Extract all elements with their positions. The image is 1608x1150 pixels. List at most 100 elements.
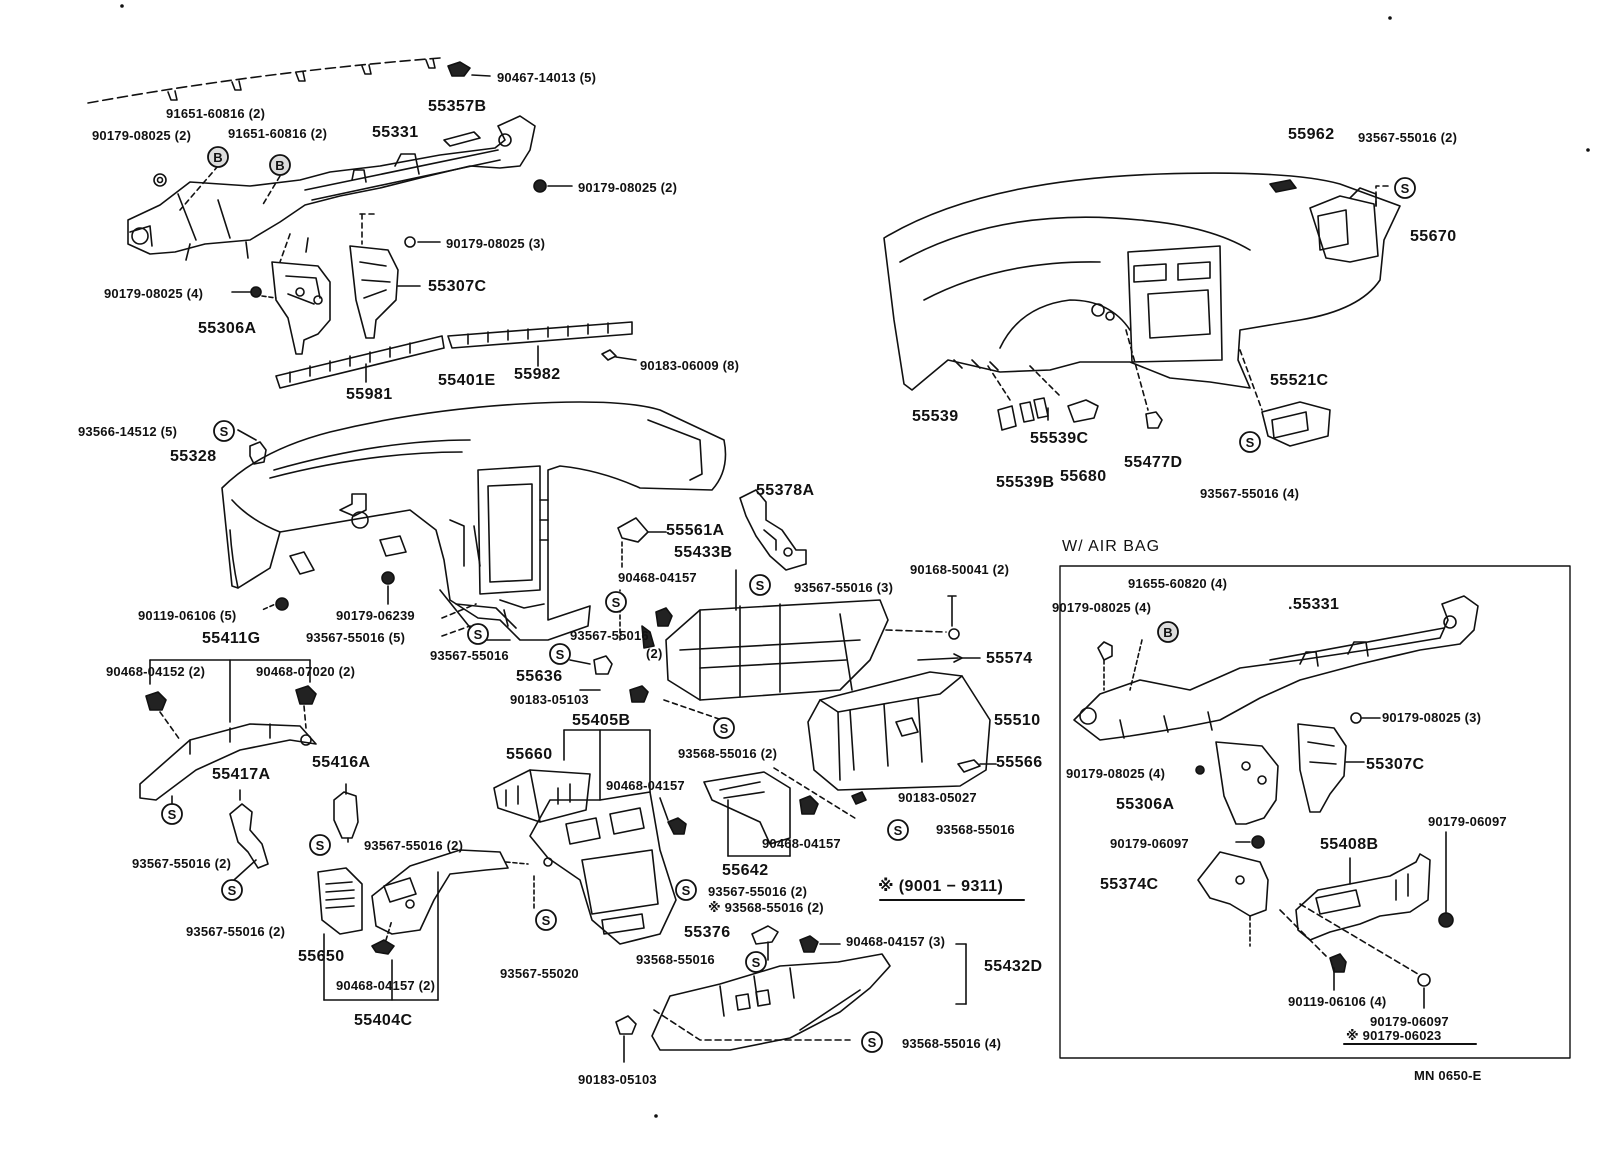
marker-letter: B [213,150,222,165]
part-label: 93567-55016 (2) [708,884,808,899]
nut-90468-07020 [295,685,317,729]
part-label: 90468-04157 [762,836,841,851]
lower-bracket-55433B [665,569,889,701]
part-label: 55670 [1410,228,1457,245]
part-label: 55331 [372,124,419,141]
bracket-55416A [333,783,359,843]
marker-letter: S [228,883,237,898]
s-marker-icon: S [467,623,489,645]
part-label: 90179-06239 [336,608,415,623]
part-label: 90468-04157 [606,778,685,793]
marker-letter: S [556,647,565,662]
marker-letter: S [868,1035,877,1050]
part-label: 55510 [994,712,1041,729]
part-label: 55962 [1288,126,1335,143]
part-label: 90468-04157 (2) [336,978,436,993]
part-label: 55561A [666,522,725,539]
part-label: 93567-55016 (2) [364,838,464,853]
s-marker-icon: S [535,909,557,931]
s-marker-icon: S [675,879,697,901]
part-label: 55539C [1030,430,1089,447]
glove-box-55510 [807,671,991,791]
cluster-lower-55404C [323,849,535,1001]
part-label: 91655-60820 (4) [1128,576,1228,591]
b-marker-icon: B [1157,621,1179,643]
pin-55574 [917,653,981,663]
s-marker-icon: S [605,591,627,613]
airbag-brace-55306A [1195,741,1279,825]
lock-90183-05027 [851,791,867,805]
part-label: W/ AIR BAG [1062,538,1161,555]
part-label: 55566 [996,754,1043,771]
marker-letter: S [720,721,729,736]
nozzle-55981 [275,335,445,389]
airbag-brace-55307C [1297,712,1381,813]
part-label: 90168-50041 (2) [910,562,1010,577]
marker-letter: S [682,883,691,898]
part-label: 93567-55020 [500,966,579,981]
part-label: 93567-55016 (3) [794,580,894,595]
part-label: 90179-06097 [1370,1014,1449,1029]
part-label: 55405B [572,712,631,729]
part-label: 55376 [684,924,731,941]
part-label: 90183-06009 (8) [640,358,740,373]
b-marker-icon: B [207,146,229,168]
part-label: 55411G [202,630,261,647]
marker-letter: S [894,823,903,838]
part-label: 55636 [516,668,563,685]
brace-55306A [231,233,331,355]
s-marker-icon: S [1394,177,1416,199]
s-marker-icon: S [713,717,735,739]
part-label: 55660 [506,746,553,763]
part-label: 90119-06106 (4) [1288,994,1387,1009]
nut-90179-top-left [153,173,167,187]
part-label: 55408B [1320,836,1379,853]
nut-90468-cluster [659,797,687,835]
part-label: 55307C [428,278,487,295]
part-label: 93568-55016 [636,952,715,967]
part-label: 93568-55016 [936,822,1015,837]
airbag-nut-90179-lower [1299,903,1431,1009]
reinforcement-55331 [127,115,536,261]
marker-letter: B [275,158,284,173]
part-label: 55642 [722,862,769,879]
lower-panel-55432D [651,953,891,1051]
part-label: 93567-55016 (2) [132,856,232,871]
part-label: 90179-06097 [1428,814,1507,829]
airbag-nut-90179-06097 [1235,835,1265,849]
marker-letter: S [316,838,325,853]
s-marker-icon: S [221,879,243,901]
bracket-55432D [955,943,967,1005]
nut-90468-04152 [145,691,181,741]
part-label: 90183-05027 [898,790,977,805]
s-marker-icon: S [745,951,767,973]
bracket-55417A [171,789,269,881]
part-label: 55432D [984,958,1043,975]
part-label: 55328 [170,448,217,465]
part-label: 91651-60816 (2) [228,126,328,141]
s-marker-icon: S [309,834,331,856]
nut-90179-top-right [533,179,573,193]
part-label: 55307C [1366,756,1425,773]
part-label: 55306A [1116,796,1175,813]
bolt-leaders-b [179,165,281,211]
airbag-bracket-55374C [1197,851,1269,947]
part-label: .55331 [1288,596,1340,613]
clip-55566 [957,759,997,773]
nut-90468-mid [655,607,673,627]
clip-55561A [617,517,667,569]
s-marker-icon: S [549,643,571,665]
s-marker-icon: S [213,420,235,442]
part-label: 55982 [514,366,561,383]
part-label: 93567-55016 (2) [186,924,286,939]
frame-55642 [703,767,859,857]
s-marker-icon: S [749,574,771,596]
airbag-bolt-90119 [1279,909,1347,991]
part-label: 90183-05103 [510,692,589,707]
part-label: 90468-04157 (3) [846,934,946,949]
dash-assembly [883,172,1401,391]
part-label: 55306A [198,320,257,337]
marker-letter: B [1163,625,1172,640]
part-label: 55417A [212,766,271,783]
